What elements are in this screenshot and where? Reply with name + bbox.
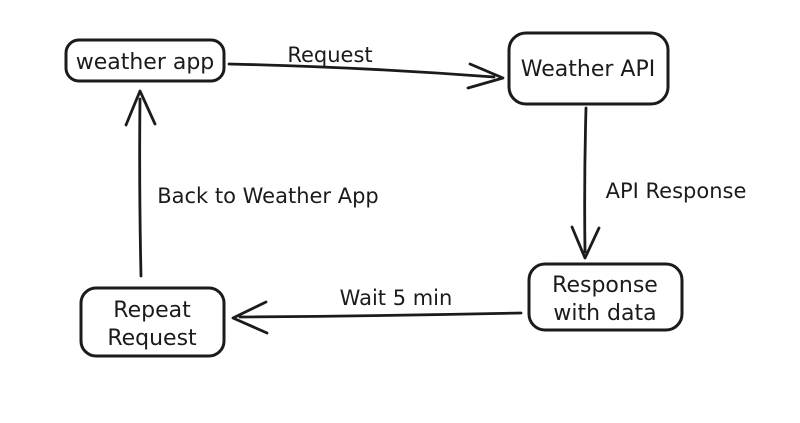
node-response-with-data: Response with data: [527, 262, 684, 332]
node-repeat-request-label-line2: Request: [107, 326, 197, 351]
node-weather-app-box: [64, 38, 226, 83]
edge-wait-5-min-line: [238, 311, 523, 319]
node-response-with-data-label-line2: with data: [553, 301, 656, 326]
node-weather-api: Weather API: [507, 31, 670, 106]
edge-wait-5-min: [231, 300, 523, 335]
edge-label-api-response: API Response: [606, 179, 747, 203]
node-weather-app-label: weather app: [76, 50, 215, 75]
edge-wait-5-min-arrowhead: [231, 300, 269, 335]
node-response-with-data-box: [527, 262, 684, 332]
node-response-with-data-label-line1: Response: [552, 273, 658, 298]
edge-back-to-weather-app-arrowhead: [124, 89, 157, 127]
edge-api-response-arrowhead: [570, 225, 601, 260]
edge-label-back-to-weather-app: Back to Weather App: [157, 184, 379, 208]
node-weather-api-label: Weather API: [521, 57, 655, 82]
node-repeat-request-label-line1: Repeat: [113, 298, 191, 323]
edge-request: [227, 62, 505, 90]
edge-back-to-weather-app: [124, 89, 157, 278]
edge-request-line: [227, 62, 496, 79]
node-weather-app: weather app: [64, 38, 226, 83]
edge-api-response-line: [583, 106, 588, 254]
edge-label-request: Request: [287, 43, 372, 67]
node-repeat-request-box: [79, 286, 226, 358]
edge-api-response: [570, 106, 601, 260]
node-weather-api-box: [507, 31, 670, 106]
edge-back-to-weather-app-line: [138, 97, 143, 278]
edge-request-arrowhead: [466, 62, 505, 90]
edge-label-wait-5-min: Wait 5 min: [340, 286, 453, 310]
node-repeat-request: Repeat Request: [79, 286, 226, 358]
